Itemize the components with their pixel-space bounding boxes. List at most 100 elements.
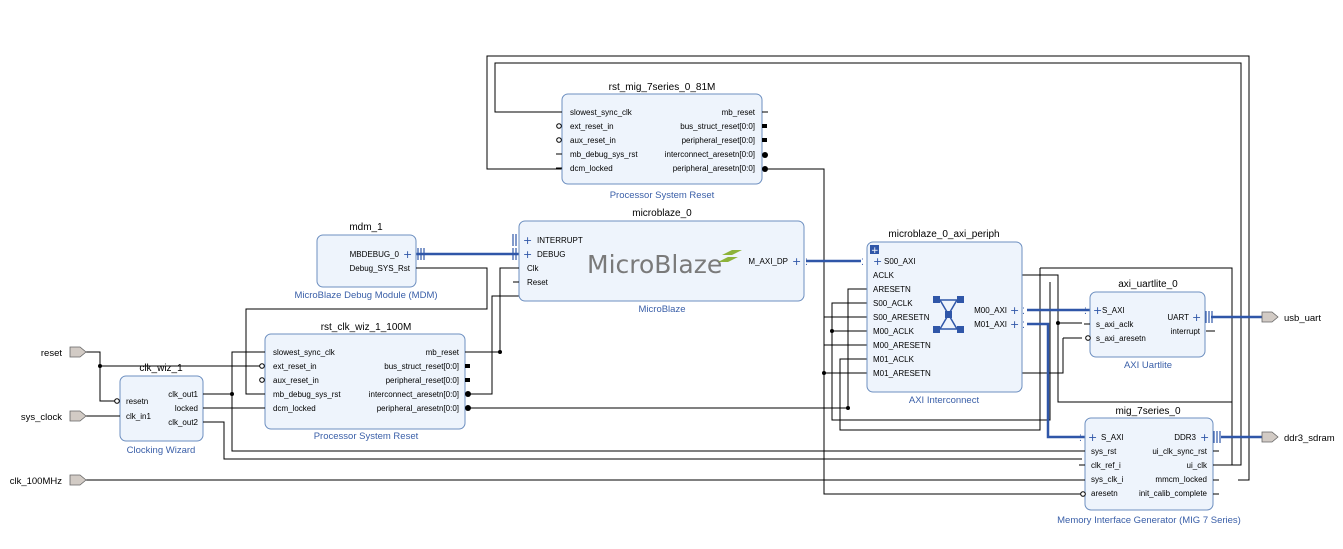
pin-label: mb_debug_sys_rst [570,150,638,159]
svg-text:+: + [1010,304,1019,317]
pin-label: S00_ARESETN [873,313,930,322]
svg-text:+: + [1010,318,1019,331]
svg-text:⁚: ⁚ [805,258,808,268]
block-rst-clk-wiz[interactable]: rst_clk_wiz_1_100M slowest_sync_clk ext_… [259,322,471,442]
pin-label: mmcm_locked [1155,475,1207,484]
pin-label: M01_ARESETN [873,369,931,378]
pin-label: aux_reset_in [570,136,616,145]
pin-label: peripheral_reset[0:0] [386,376,459,385]
pin-markers [114,393,209,423]
pin-label: ACLK [873,271,895,280]
svg-text:+: + [1200,431,1209,444]
expand-icon[interactable]: + [870,245,879,256]
pin-label: UART [1167,313,1189,322]
svg-text:+: + [1192,311,1201,324]
pin-label: Clk [527,264,540,273]
pin-label: peripheral_aresetn[0:0] [377,404,459,413]
pin-label: dcm_locked [273,404,316,413]
pin-label: ui_clk [1187,461,1208,470]
pin-label: S00_AXI [884,257,916,266]
pin-label: dcm_locked [570,164,613,173]
pin-label: sys_rst [1091,447,1117,456]
block-subtitle: Processor System Reset [610,190,715,201]
pin-label: slowest_sync_clk [570,108,633,117]
svg-text:+: + [871,246,879,256]
crossbar-icon [933,296,964,333]
pin-label: M01_ACLK [873,355,915,364]
pin-label: clk_ref_i [1091,461,1121,470]
block-title: mdm_1 [349,222,383,233]
block-axi-uartlite[interactable]: axi_uartlite_0 S_AXI s_axi_aclk s_axi_ar… [1084,279,1213,371]
block-subtitle: Processor System Reset [314,431,419,442]
pin-markers [259,351,471,411]
pin-markers: ⁚ + + [1084,304,1213,341]
port-label: reset [41,348,62,359]
block-axi-interconnect[interactable]: microblaze_0_axi_periph + S00_AXI ACLK A… [861,229,1025,406]
block-title: axi_uartlite_0 [1118,279,1178,290]
pin-label: Debug_SYS_Rst [350,264,411,273]
pin-label: M_AXI_DP [748,257,788,266]
pin-markers: + + + ⁚ [512,234,808,283]
external-port-sys-clock[interactable]: sys_clock [21,410,87,423]
pin-label: Reset [527,278,549,287]
external-port-usb-uart[interactable]: usb_uart [1261,311,1321,324]
pin-label: init_calib_complete [1139,489,1208,498]
pin-label: bus_struct_reset[0:0] [384,362,459,371]
pin-label: peripheral_aresetn[0:0] [673,164,755,173]
pin-label: MBDEBUG_0 [350,250,400,259]
block-mig-7series[interactable]: mig_7series_0 S_AXI sys_rst clk_ref_i sy… [1057,406,1241,526]
svg-text:⁚: ⁚ [1084,307,1087,317]
block-microblaze[interactable]: microblaze_0 INTERRUPT DEBUG Clk Reset M… [512,208,808,315]
svg-text:+: + [403,248,412,261]
block-subtitle: MicroBlaze Debug Module (MDM) [294,290,437,301]
external-port-reset[interactable]: reset [41,346,87,359]
pin-label: interconnect_aresetn[0:0] [369,390,459,399]
pin-label: mb_reset [426,348,460,357]
pin-label: bus_struct_reset[0:0] [680,122,755,131]
pin-label: locked [175,404,198,413]
pin-markers [556,111,768,172]
pin-label: peripheral_reset[0:0] [682,136,755,145]
xilinx-logo-icon [718,250,742,262]
port-label: clk_100MHz [10,476,63,487]
pin-label: clk_out1 [168,390,198,399]
external-port-ddr3-sdram[interactable]: ddr3_sdram [1261,431,1335,444]
pin-label: slowest_sync_clk [273,348,336,357]
pin-label: s_axi_aresetn [1096,334,1146,343]
svg-text:+: + [792,255,801,268]
pin-label: mb_reset [722,108,756,117]
block-clk-wiz[interactable]: clk_wiz_1 resetn clk_in1 clk_out1 locked… [114,363,209,456]
pin-label: sys_clk_i [1091,475,1124,484]
pin-label: s_axi_aclk [1096,320,1134,329]
pin-label: interrupt [1171,327,1201,336]
port-label: ddr3_sdram [1284,433,1335,444]
block-subtitle: AXI Uartlite [1124,360,1172,371]
port-label: sys_clock [21,412,62,423]
pin-label: aux_reset_in [273,376,319,385]
pin-label: clk_out2 [168,418,198,427]
block-mdm[interactable]: mdm_1 MBDEBUG_0 Debug_SYS_Rst MicroBlaze… [294,222,437,301]
svg-text:⁚: ⁚ [861,258,864,268]
svg-text:+: + [873,255,882,268]
pin-label: M01_AXI [974,320,1007,329]
pin-label: clk_in1 [126,412,151,421]
pin-label: ui_clk_sync_rst [1152,447,1207,456]
external-port-clk-100mhz[interactable]: clk_100MHz [10,474,87,487]
pin-label: interconnect_aresetn[0:0] [665,150,755,159]
svg-text:+: + [523,248,532,261]
pin-label: S00_ACLK [873,299,913,308]
block-title: rst_mig_7series_0_81M [609,82,716,93]
svg-text:+: + [1088,431,1097,444]
pin-label: INTERRUPT [537,236,583,245]
pin-label: mb_debug_sys_rst [273,390,341,399]
block-title: rst_clk_wiz_1_100M [321,322,412,333]
microblaze-logo-text: MicroBlaze [587,250,722,279]
pin-label: M00_ACLK [873,327,915,336]
svg-text:⁚: ⁚ [1022,321,1025,331]
pin-label: ARESETN [873,285,911,294]
block-rst-mig-7series[interactable]: rst_mig_7series_0_81M slowest_sync_clk e… [556,82,768,201]
pin-markers: ⁚ + + [1079,431,1221,497]
pin-label: DEBUG [537,250,565,259]
pin-label: S_AXI [1102,306,1125,315]
junction-dots [98,321,1060,410]
